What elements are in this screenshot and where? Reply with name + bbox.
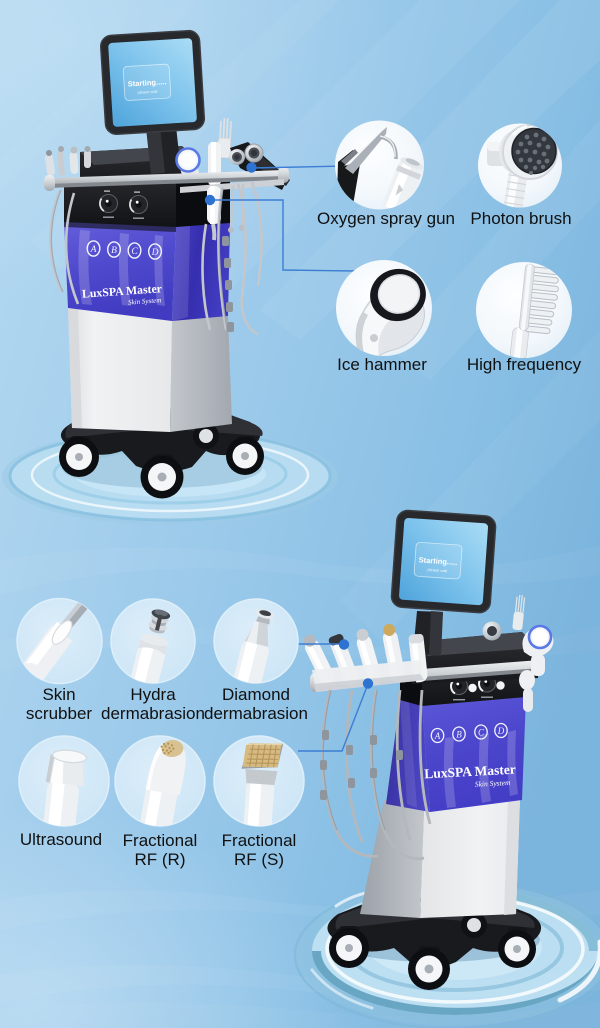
- svg-text:Fractional: Fractional: [123, 831, 198, 850]
- svg-text:Ultrasound: Ultrasound: [20, 830, 102, 849]
- svg-text:Photon brush: Photon brush: [470, 209, 571, 228]
- svg-text:C: C: [478, 728, 485, 738]
- svg-text:RF (S): RF (S): [234, 850, 284, 869]
- svg-text:Diamond: Diamond: [222, 685, 290, 704]
- svg-text:D: D: [497, 726, 505, 736]
- svg-text:Skin System: Skin System: [475, 778, 512, 789]
- svg-text:RF (R): RF (R): [135, 850, 186, 869]
- svg-text:Fractional: Fractional: [222, 831, 297, 850]
- svg-text:D: D: [151, 248, 159, 258]
- svg-text:Hydra: Hydra: [130, 685, 176, 704]
- svg-text:A: A: [434, 731, 441, 741]
- svg-text:Starting.....: Starting.....: [127, 77, 166, 88]
- svg-text:Skin: Skin: [42, 685, 75, 704]
- svg-text:LuxSPA Master: LuxSPA Master: [82, 281, 163, 301]
- svg-text:C: C: [131, 247, 138, 257]
- svg-text:Ice hammer: Ice hammer: [337, 355, 427, 374]
- svg-text:Oxygen spray gun: Oxygen spray gun: [317, 209, 455, 228]
- svg-text:Skin System: Skin System: [128, 296, 162, 306]
- svg-text:scrubber: scrubber: [26, 704, 92, 723]
- svg-text:A: A: [90, 245, 97, 255]
- svg-text:dermabrasion: dermabrasion: [204, 704, 308, 723]
- svg-text:B: B: [456, 730, 462, 740]
- svg-text:please wait: please wait: [427, 567, 448, 573]
- svg-text:B: B: [111, 246, 117, 256]
- svg-text:LuxSPA Master: LuxSPA Master: [424, 762, 516, 782]
- svg-text:High frequency: High frequency: [467, 355, 582, 374]
- svg-text:Starting.....: Starting.....: [418, 555, 457, 567]
- svg-text:please wait: please wait: [137, 89, 158, 95]
- svg-text:dermabrasion: dermabrasion: [101, 704, 205, 723]
